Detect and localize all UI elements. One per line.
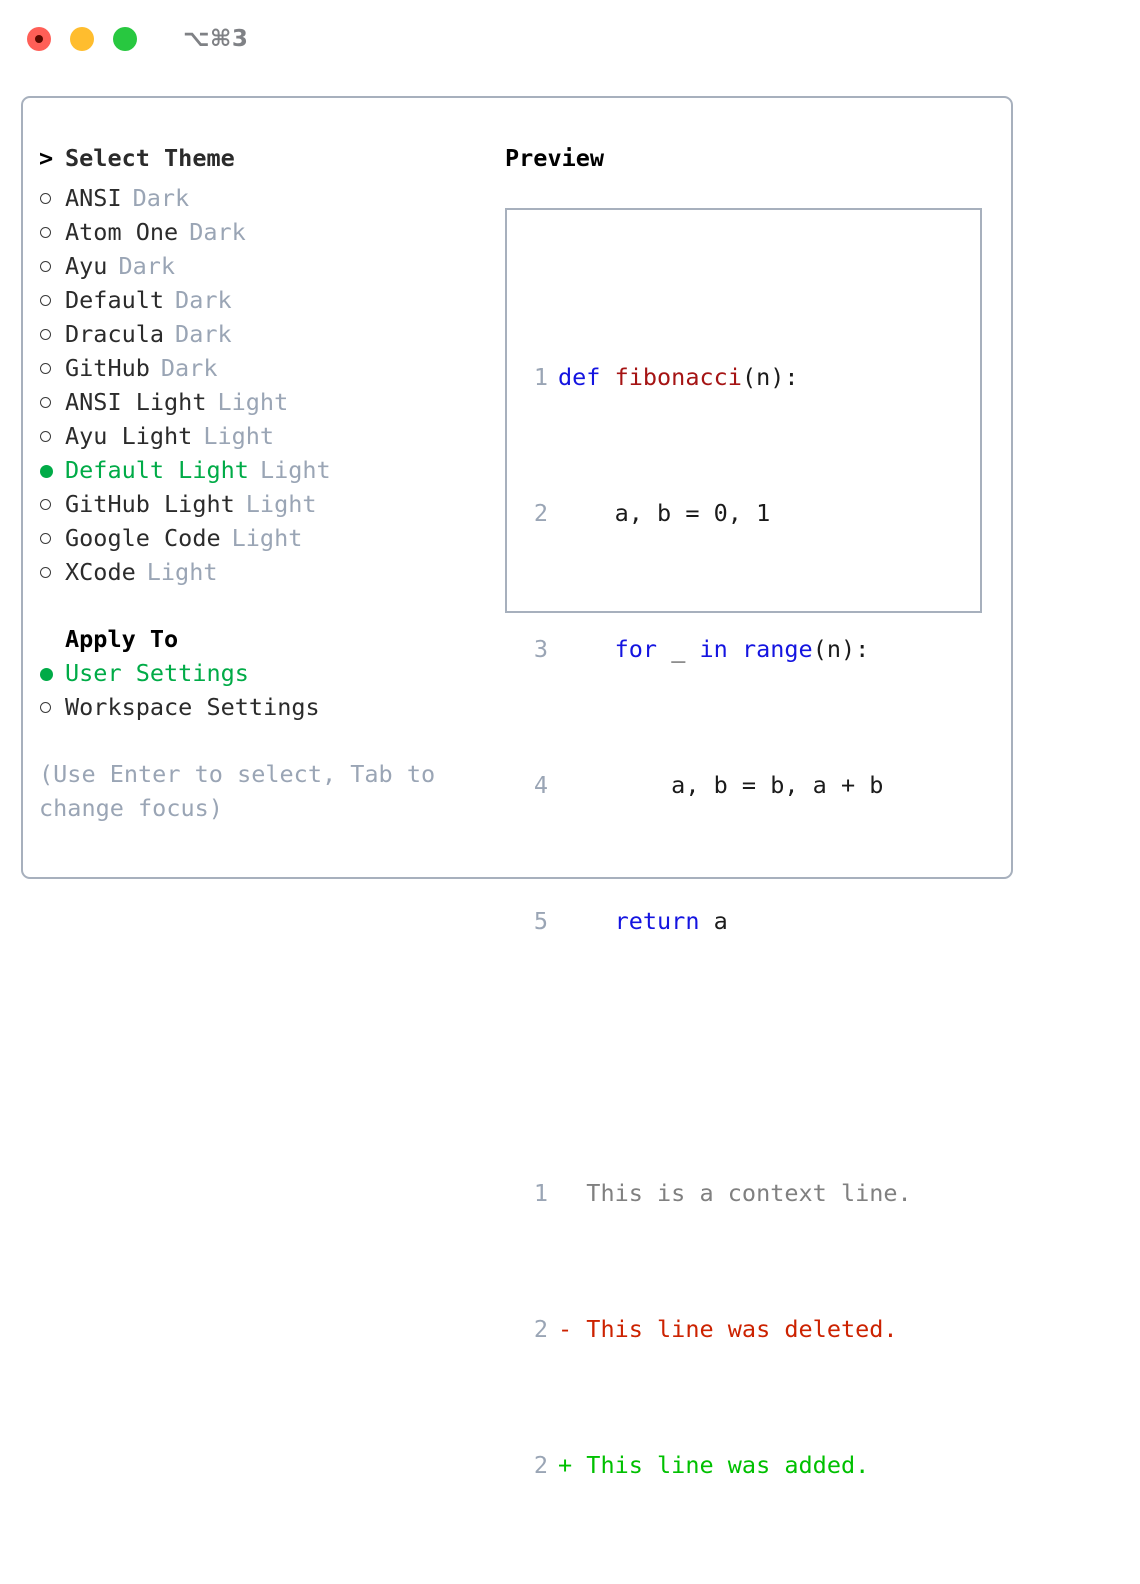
select-theme-title: Select Theme — [65, 144, 235, 172]
theme-label: ANSI — [65, 184, 122, 212]
code-line: 3 for _ in range(n): — [522, 632, 912, 666]
keyboard-hint: (Use Enter to select, Tab to change focu… — [39, 760, 436, 822]
theme-item-google-code[interactable]: Google Code Light — [39, 524, 499, 558]
code-token — [558, 635, 615, 663]
apply-to-label: User Settings — [65, 659, 249, 687]
close-button[interactable] — [27, 27, 51, 51]
theme-label: XCode — [65, 558, 136, 586]
theme-item-atom-one[interactable]: Atom One Dark — [39, 218, 499, 252]
code-blank-line — [522, 1040, 912, 1074]
theme-list-column: > Select Theme ANSI Dark Atom One Dark A… — [39, 144, 499, 825]
code-token: _ — [657, 635, 700, 663]
code-token: range — [741, 635, 813, 663]
theme-tag: Dark — [175, 320, 232, 348]
theme-picker-window: ⌥⌘3 > Select Theme ANSI Dark Atom One Da… — [0, 0, 1140, 1479]
code-line: 5 return a — [522, 904, 912, 938]
apply-to-workspace-settings[interactable]: Workspace Settings — [39, 693, 499, 727]
preview-title: Preview — [505, 144, 605, 172]
code-token: in — [699, 635, 728, 663]
theme-label: Atom One — [65, 218, 179, 246]
theme-item-github-light[interactable]: GitHub Light Light — [39, 490, 499, 524]
theme-tag: Dark — [118, 252, 176, 280]
apply-to-user-settings[interactable]: User Settings — [39, 659, 499, 693]
theme-label: Ayu Light — [65, 422, 193, 450]
diff-text: - This line was deleted. — [558, 1315, 898, 1343]
main-panel: > Select Theme ANSI Dark Atom One Dark A… — [21, 96, 1013, 1479]
window-title: ⌥⌘3 — [183, 26, 249, 52]
diff-text: + This line was added. — [558, 1451, 870, 1479]
theme-tag: Dark — [160, 354, 218, 382]
theme-item-xcode[interactable]: XCode Light — [39, 558, 499, 592]
theme-item-github[interactable]: GitHub Dark — [39, 354, 499, 388]
maximize-button[interactable] — [113, 27, 137, 51]
diff-line-deleted: 2 - This line was deleted. — [522, 1312, 912, 1346]
theme-label: Default — [65, 286, 165, 314]
theme-tag: Light — [231, 524, 303, 552]
theme-tag: Light — [245, 490, 317, 518]
theme-item-default[interactable]: Default Dark — [39, 286, 499, 320]
code-token: a, b = 0, 1 — [558, 499, 771, 527]
code-token: a — [699, 907, 728, 935]
line-number: 2 — [533, 1315, 548, 1343]
code-token: a, b = b, a + b — [558, 771, 884, 799]
code-line: 1 def fibonacci(n): — [522, 360, 912, 394]
theme-tag: Light — [203, 422, 275, 450]
theme-tag: Dark — [132, 184, 190, 212]
theme-item-ansi[interactable]: ANSI Dark — [39, 184, 499, 218]
theme-item-dracula[interactable]: Dracula Dark — [39, 320, 499, 354]
theme-item-default-light[interactable]: Default Light Light — [39, 456, 499, 490]
apply-to-label: Workspace Settings — [65, 693, 320, 721]
theme-label: GitHub Light — [65, 490, 235, 518]
code-token: return — [614, 907, 700, 935]
code-token: for — [614, 635, 658, 663]
theme-label: Ayu — [65, 252, 108, 280]
line-number: 3 — [533, 635, 548, 663]
code-token — [558, 907, 615, 935]
theme-item-ayu-light[interactable]: Ayu Light Light — [39, 422, 499, 456]
minimize-button[interactable] — [70, 27, 94, 51]
apply-to-header: Apply To — [39, 625, 499, 659]
line-number: 5 — [533, 907, 548, 935]
theme-tag: Dark — [189, 218, 246, 246]
diff-line-added: 2 + This line was added. — [522, 1448, 912, 1482]
line-number: 2 — [533, 499, 548, 527]
code-token: def — [558, 363, 615, 391]
line-number: 1 — [533, 363, 548, 391]
theme-label: ANSI Light — [65, 388, 207, 416]
window-controls — [27, 27, 137, 51]
window-titlebar: ⌥⌘3 — [0, 0, 1140, 78]
theme-label: GitHub — [65, 354, 150, 382]
theme-tag: Dark — [175, 286, 232, 314]
code-line: 2 a, b = 0, 1 — [522, 496, 912, 530]
code-token: (n): — [741, 363, 799, 391]
diff-line-context: 1 This is a context line. — [522, 1176, 912, 1210]
code-line: 4 a, b = b, a + b — [522, 768, 912, 802]
theme-label: Dracula — [65, 320, 165, 348]
code-token — [728, 635, 742, 663]
theme-label: Default Light — [65, 456, 249, 484]
code-token: fibonacci — [614, 363, 742, 391]
theme-label: Google Code — [65, 524, 221, 552]
code-token: (n): — [812, 635, 870, 663]
theme-item-ayu[interactable]: Ayu Dark — [39, 252, 499, 286]
theme-tag: Light — [146, 558, 218, 586]
select-theme-header: > Select Theme — [39, 144, 499, 184]
theme-item-ansi-light[interactable]: ANSI Light Light — [39, 388, 499, 422]
line-number: 4 — [533, 771, 548, 799]
line-number: 1 — [533, 1179, 548, 1207]
line-number: 2 — [533, 1451, 548, 1479]
prompt-caret-icon: > — [39, 144, 54, 172]
theme-tag: Light — [217, 388, 289, 416]
theme-tag: Light — [259, 456, 331, 484]
apply-to-title: Apply To — [65, 625, 179, 653]
diff-text: This is a context line. — [558, 1179, 912, 1207]
